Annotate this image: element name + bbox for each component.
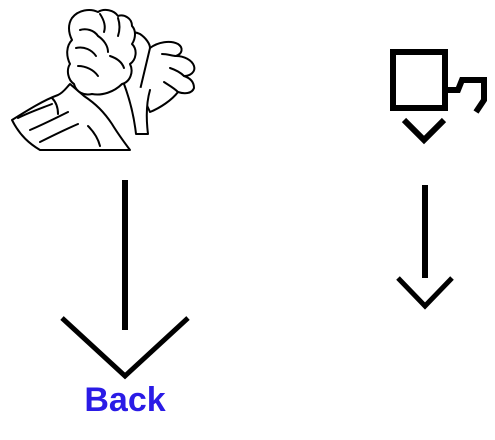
hands-fist-icon (12, 10, 194, 150)
signwriting-symbol-icon (393, 52, 484, 146)
sign-caption: Back (60, 380, 190, 420)
arrow-down-icon (62, 180, 188, 376)
arrow-down-icon (398, 185, 452, 306)
